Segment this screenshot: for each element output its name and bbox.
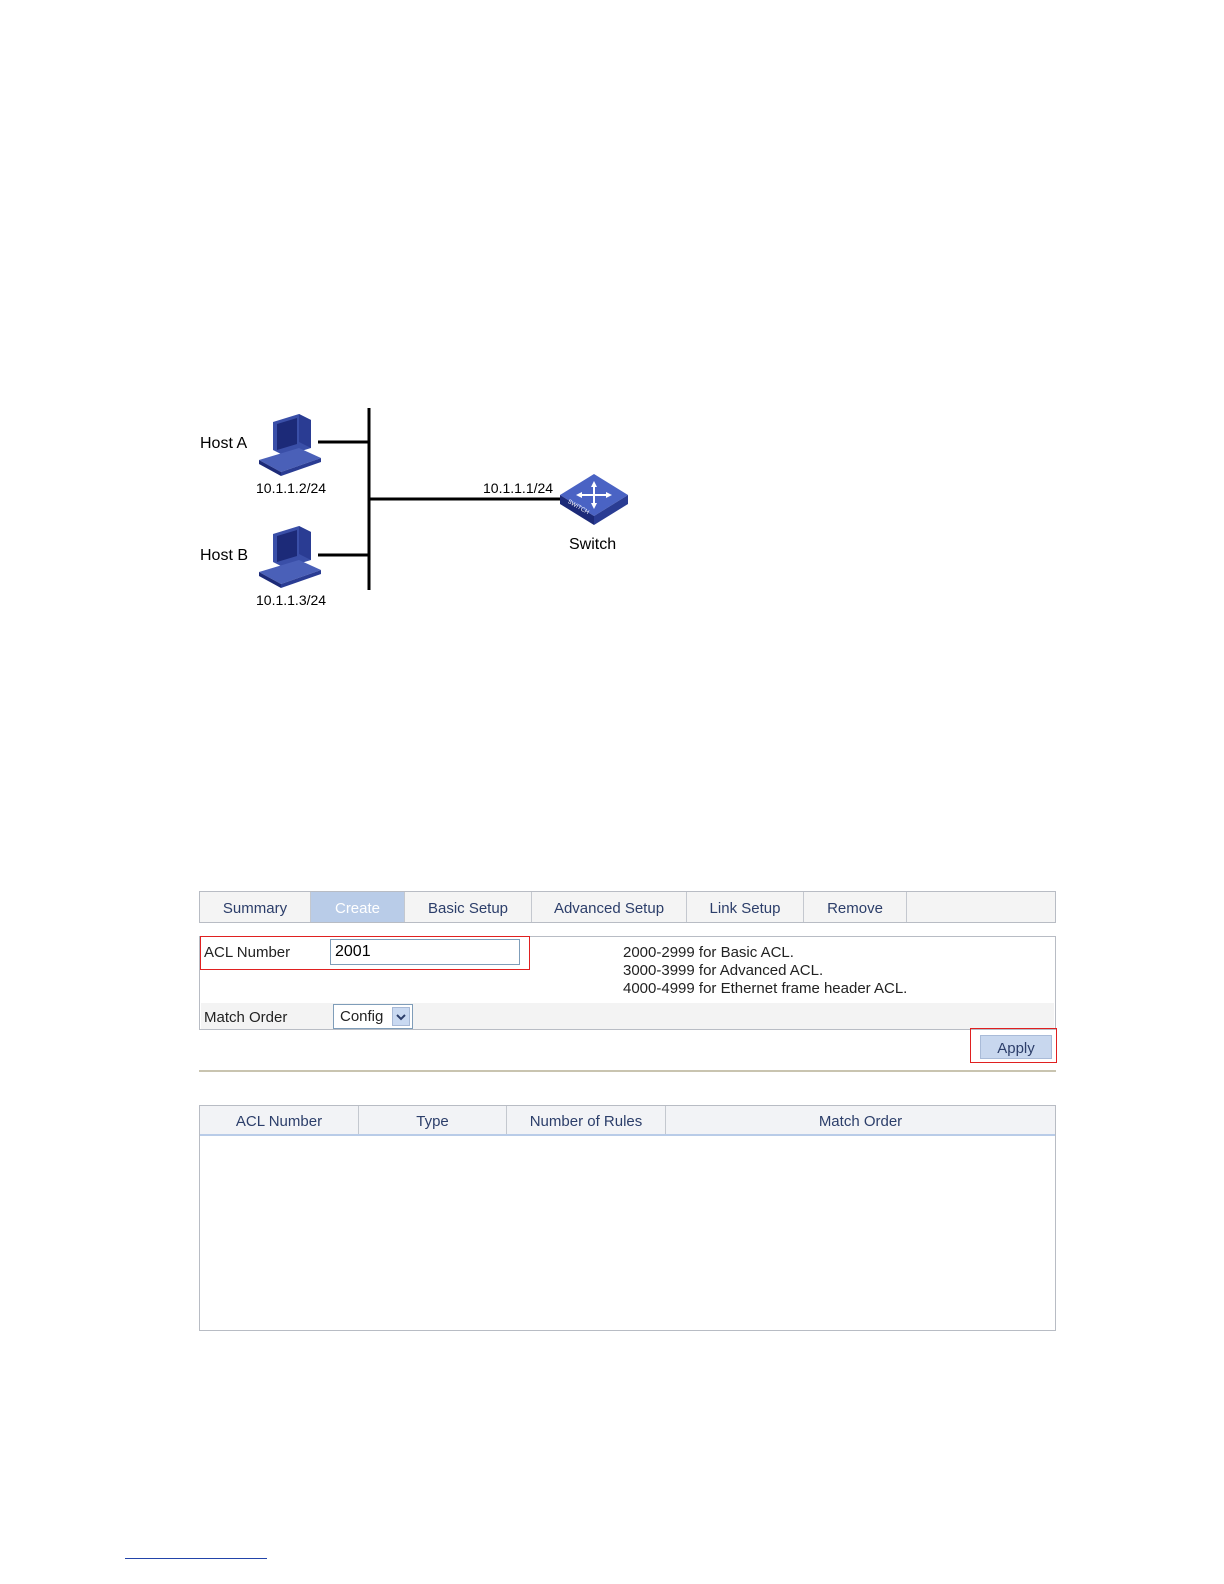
column-type[interactable]: Type — [359, 1106, 507, 1134]
switch-ip: 10.1.1.1/24 — [483, 480, 553, 496]
match-order-select[interactable]: Config — [333, 1004, 413, 1029]
acl-create-form: ACL Number 2000-2999 for Basic ACL. 3000… — [199, 936, 1056, 1030]
hint-advanced-acl: 3000-3999 for Advanced ACL. — [623, 962, 823, 979]
tab-summary[interactable]: Summary — [200, 892, 311, 922]
switch-label: Switch — [569, 536, 616, 553]
tab-link-setup[interactable]: Link Setup — [687, 892, 804, 922]
hint-basic-acl: 2000-2999 for Basic ACL. — [623, 944, 794, 961]
host-a-label: Host A — [200, 435, 247, 452]
host-b-label: Host B — [200, 547, 248, 564]
host-a-computer-icon — [259, 414, 321, 476]
table-header: ACL Number Type Number of Rules Match Or… — [200, 1106, 1055, 1136]
chevron-down-icon[interactable] — [392, 1007, 410, 1026]
section-divider — [199, 1070, 1056, 1072]
tab-create[interactable]: Create — [311, 892, 405, 922]
hint-ethernet-acl: 4000-4999 for Ethernet frame header ACL. — [623, 980, 907, 997]
network-topology-diagram: Host A 10.1.1.2/24 Host B 10.1.1.3/24 SW… — [0, 0, 1224, 700]
apply-highlight — [970, 1028, 1057, 1063]
column-number-of-rules[interactable]: Number of Rules — [507, 1106, 666, 1134]
column-match-order[interactable]: Match Order — [666, 1106, 1055, 1134]
host-b-ip: 10.1.1.3/24 — [256, 592, 326, 608]
match-order-value: Config — [340, 1008, 383, 1025]
footnote-rule — [125, 1558, 267, 1559]
match-order-row — [201, 1003, 1054, 1029]
acl-list-table: ACL Number Type Number of Rules Match Or… — [199, 1105, 1056, 1331]
host-b-computer-icon — [259, 526, 321, 588]
acl-number-highlight — [200, 936, 530, 970]
switch-icon: SWITCH — [560, 474, 628, 525]
host-a-ip: 10.1.1.2/24 — [256, 480, 326, 496]
tab-remove[interactable]: Remove — [804, 892, 907, 922]
match-order-label: Match Order — [204, 1009, 287, 1026]
tab-basic-setup[interactable]: Basic Setup — [405, 892, 532, 922]
column-acl-number[interactable]: ACL Number — [200, 1106, 359, 1134]
acl-tab-bar: Summary Create Basic Setup Advanced Setu… — [199, 891, 1056, 923]
tab-advanced-setup[interactable]: Advanced Setup — [532, 892, 687, 922]
